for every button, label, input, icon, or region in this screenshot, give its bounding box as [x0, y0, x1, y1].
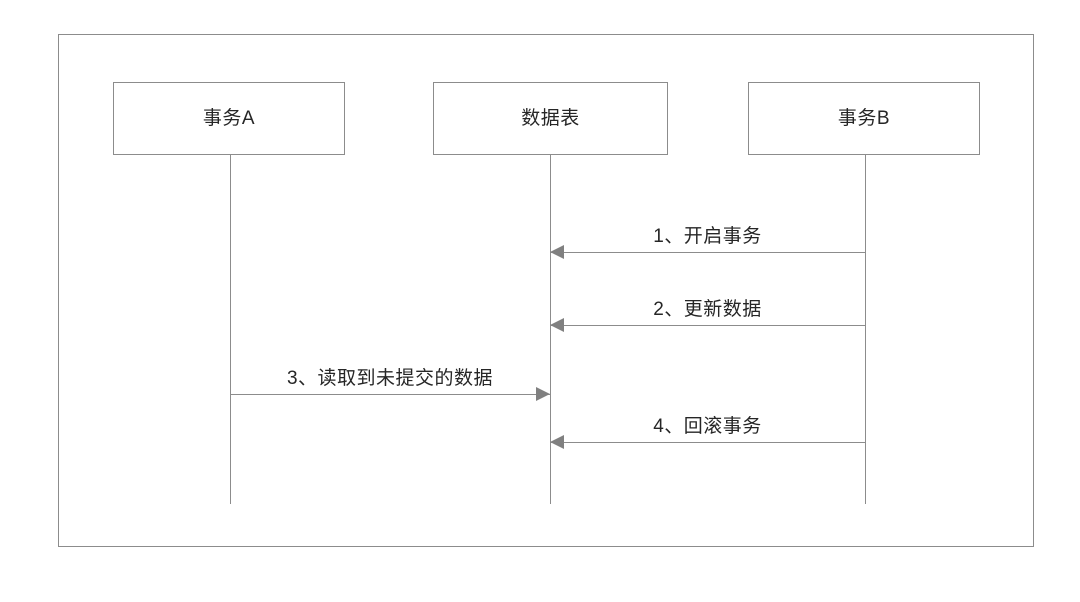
message-2-label: 2、更新数据: [653, 299, 762, 320]
lifeline-transaction-b: [865, 155, 866, 504]
participant-label-transaction-a: 事务A: [202, 108, 256, 129]
participant-label-data-table: 数据表: [521, 108, 580, 129]
message-4-label: 4、回滚事务: [653, 416, 762, 437]
participant-box-data-table[interactable]: 数据表: [433, 82, 668, 155]
participant-label-transaction-b: 事务B: [837, 108, 891, 129]
message-1-label: 1、开启事务: [653, 226, 762, 247]
message-1-line: [550, 252, 865, 253]
diagram-frame: 事务A 数据表 事务B 1、开启事务 2、更新数据 3、读取到未提交的数据: [58, 34, 1034, 547]
participant-box-transaction-b[interactable]: 事务B: [748, 82, 980, 155]
message-2-line: [550, 325, 865, 326]
message-4-line: [550, 442, 865, 443]
participant-box-transaction-a[interactable]: 事务A: [113, 82, 345, 155]
message-2-arrowhead-left-icon: [550, 318, 564, 332]
message-4-arrowhead-left-icon: [550, 435, 564, 449]
message-1-arrowhead-left-icon: [550, 245, 564, 259]
message-3-label: 3、读取到未提交的数据: [286, 368, 494, 389]
message-3-arrowhead-right-icon: [536, 387, 550, 401]
lifeline-transaction-a: [230, 155, 231, 504]
message-3-line: [230, 394, 550, 395]
